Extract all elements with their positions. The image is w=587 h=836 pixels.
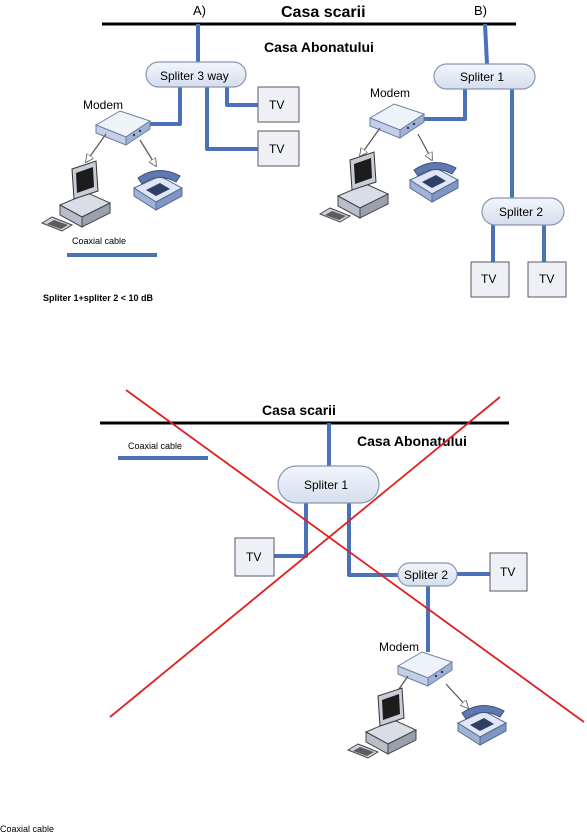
splitter-3way	[145, 61, 247, 88]
top-diagram: A) B) Casa scarii Casa Abonatului Splite…	[41, 3, 567, 303]
computer-icon	[319, 151, 389, 223]
tv-box	[257, 130, 300, 167]
splitter-1-label: Spliter 1	[304, 478, 348, 492]
splitter-3way-label: Spliter 3 way	[160, 69, 229, 83]
tv-box	[489, 552, 528, 592]
label-b: B)	[474, 3, 487, 18]
splitter-2-label: Spliter 2	[499, 205, 543, 219]
legend-label: Coaxial cable	[128, 441, 182, 451]
computer-icon	[347, 687, 417, 759]
phone-icon	[409, 161, 459, 203]
staircase-title: Casa scarii	[281, 4, 366, 21]
cables-a	[150, 24, 258, 151]
splitter-1	[277, 465, 380, 504]
tv-label: TV	[269, 98, 284, 112]
tv-box	[470, 261, 510, 298]
splitter-1	[433, 63, 536, 90]
modem-label: Modem	[370, 86, 410, 100]
modem-label: Modem	[83, 98, 123, 112]
cross-line-2	[125, 389, 585, 723]
splitter-2-label: Spliter 2	[404, 568, 448, 582]
tv-label: TV	[269, 142, 284, 156]
tv-label: TV	[500, 565, 515, 579]
splitter-1-label: Spliter 1	[460, 70, 504, 84]
tv-box	[527, 261, 567, 298]
subscriber-title: Casa Abonatului	[357, 433, 467, 449]
subscriber-title: Casa Abonatului	[264, 39, 374, 55]
cross-line-1	[109, 396, 501, 718]
label-a: A)	[193, 3, 206, 18]
splitter-2	[397, 562, 458, 587]
computer-icon	[41, 160, 111, 232]
modem-icon	[95, 110, 151, 146]
tv-box	[234, 537, 275, 577]
modem-icon	[369, 103, 425, 139]
cables-bottom	[274, 423, 490, 652]
phone-icon	[133, 169, 183, 211]
splitter-2	[481, 197, 565, 226]
phone-icon	[457, 704, 507, 746]
cables-b	[424, 23, 546, 262]
tv-label: TV	[539, 272, 554, 286]
modem-label: Modem	[379, 640, 419, 654]
tv-label: TV	[246, 550, 261, 564]
tv-box	[257, 86, 300, 123]
bottom-diagram: Casa scarii Casa Abonatului Coaxial cabl…	[100, 389, 585, 759]
staircase-title: Casa scarii	[262, 402, 336, 418]
footer-label: Coaxial cable	[0, 824, 54, 834]
legend-label: Coaxial cable	[72, 236, 126, 246]
attenuation-note: Spliter 1+spliter 2 < 10 dB	[43, 293, 154, 303]
modem-icon	[397, 651, 453, 687]
tv-label: TV	[481, 272, 496, 286]
